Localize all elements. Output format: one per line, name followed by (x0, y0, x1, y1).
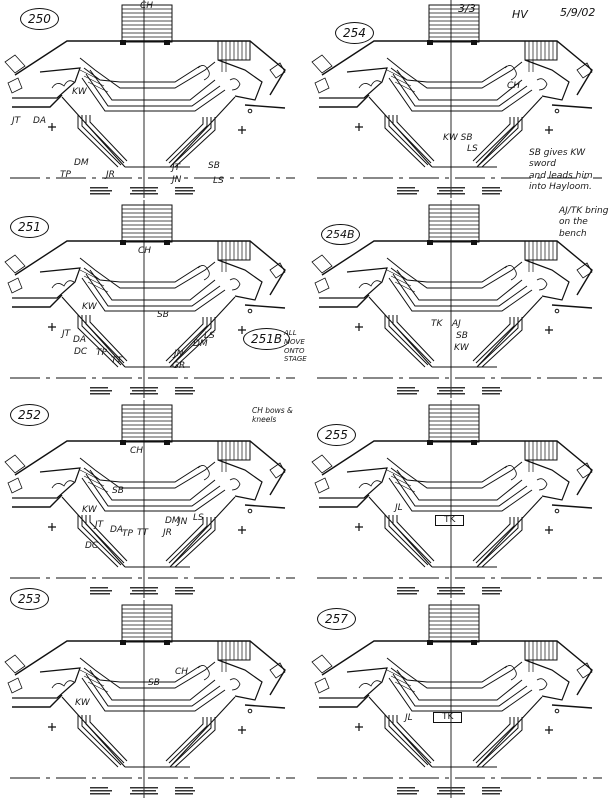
direction-note: ALL MOVE ONTO STAGE (284, 329, 307, 364)
actor-label: DM (74, 158, 89, 168)
actor-label: DC (74, 347, 88, 357)
cue-number: 250 (20, 8, 59, 30)
date: 5/9/02 (560, 6, 596, 19)
stage-plan (0, 600, 307, 800)
actor-label: SB (208, 161, 220, 171)
actor-label: TT (111, 356, 122, 366)
actor-label: JT (95, 520, 104, 530)
direction-note: SB gives KW sword and leads him into Hay… (529, 148, 614, 193)
bench-marker: TK (433, 712, 463, 723)
diagram-panel-251: 251 CH KW SB JT DA DC TP TT JN DM LS GR … (0, 200, 307, 400)
sub-cue-number: 251B (243, 328, 291, 350)
note-line: into Hayloom. (529, 181, 592, 192)
actor-label: JL (395, 503, 403, 513)
actor-label: JL (405, 713, 413, 723)
actor-label: JT (12, 116, 21, 126)
actor-label: TP (122, 529, 133, 539)
actor-label: LS (213, 176, 224, 186)
diagram-panel-252: 252 CH SB KW JT DA TP TT DM JN LS JR DC … (0, 400, 307, 600)
actor-label: JN (174, 349, 184, 359)
actor-label: LS (204, 331, 215, 341)
actor-label: JN (178, 517, 188, 527)
actor-label: LS (467, 144, 478, 154)
actor-label: SB (456, 331, 468, 341)
actor-label: CH (140, 1, 154, 11)
actor-label: TT (137, 528, 148, 538)
actor-label: KW (454, 343, 469, 353)
diagram-panel-250: 250 CH KW JT DA DM TP JR JT JN SB LS (0, 0, 307, 200)
note-line: SB gives KW sword (529, 148, 586, 170)
actor-label: KW (82, 505, 97, 515)
actor-label: TP (96, 348, 107, 358)
actor-label: DM (193, 339, 208, 349)
note-line: and leads him (529, 170, 593, 181)
actor-label: CH (130, 446, 144, 456)
stage-plan (307, 600, 614, 800)
actor-label: SB (112, 486, 124, 496)
actor-label: DM (165, 516, 180, 526)
actor-label: AJ (452, 319, 461, 329)
diagram-panel-255: 255 JL TK (307, 400, 614, 600)
diagram-panel-257: 257 JL TK (307, 600, 614, 800)
stage-plan (0, 400, 307, 600)
note-line: ALL MOVE (284, 329, 305, 346)
actor-label: DA (73, 335, 87, 345)
actor-label: CH (507, 81, 521, 91)
diagram-panel-253: 253 CH SB KW (0, 588, 307, 800)
actor-label: KW (75, 698, 90, 708)
actor-label: GR (172, 361, 186, 371)
actor-label: CH (138, 246, 152, 256)
bench-marker: TK (435, 515, 465, 526)
note-line: AJ/TK bring (559, 206, 609, 216)
diagram-panel-254b: 254B TK AJ SB KW AJ/TK bring on the benc… (307, 200, 614, 400)
cue-number: 251 (10, 216, 49, 238)
actor-label: DA (33, 116, 47, 126)
note-line: ONTO STAGE (284, 346, 307, 364)
cue-number: 254B (321, 224, 360, 245)
actor-label: CH (175, 667, 189, 677)
initials: HV (512, 8, 528, 21)
actor-label: KW SB (443, 133, 473, 143)
cue-number: 257 (317, 608, 356, 630)
actor-label: SB (157, 310, 169, 320)
actor-label: DC (85, 541, 99, 551)
direction-note: CH bows & kneels (252, 406, 307, 425)
actor-label: JN (172, 175, 182, 185)
cue-number: 255 (317, 424, 356, 446)
cue-number: 252 (10, 404, 49, 426)
actor-label: JT (172, 163, 181, 173)
stage-plan (0, 0, 307, 200)
actor-label: TP (60, 170, 71, 180)
cue-number: 253 (10, 588, 49, 610)
actor-label: TK (431, 319, 443, 329)
actor-label: LS (193, 513, 204, 523)
actor-label: KW (82, 302, 97, 312)
actor-label: JT (62, 329, 71, 339)
diagram-panel-254: 254 CH KW SB LS SB gives KW sword and le… (307, 0, 614, 200)
actor-label: KW (72, 87, 87, 97)
actor-label: DA (110, 525, 124, 535)
note-line: CH bows & kneels (252, 406, 293, 425)
actor-label: SB (148, 678, 160, 688)
actor-label: JR (163, 528, 172, 538)
actor-label: JR (106, 170, 115, 180)
note-line: on the bench (559, 217, 588, 239)
direction-note: AJ/TK bring on the bench (559, 206, 614, 240)
cue-number: 254 (335, 22, 374, 44)
